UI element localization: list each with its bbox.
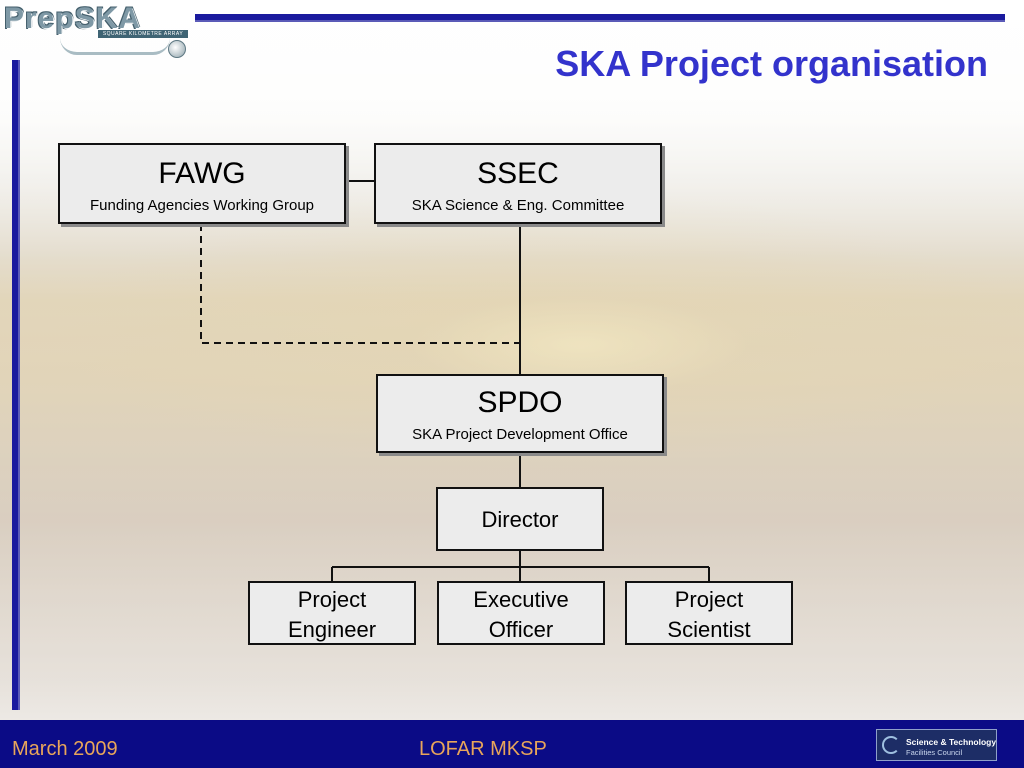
director-label: Director [481, 507, 559, 532]
org-chart-connectors [200, 180, 710, 582]
spdo-box: SPDO SKA Project Development Office [376, 374, 664, 453]
dish-icon [168, 40, 186, 58]
logo-swoosh-icon [60, 38, 170, 55]
top-accent-bar [195, 14, 1005, 22]
fawg-box: FAWG Funding Agencies Working Group [58, 143, 346, 224]
footer-bar: March 2009 LOFAR MKSP [0, 720, 1024, 768]
connector-fawg-spdo-dashed [200, 224, 520, 344]
project-scientist-line2: Scientist [667, 617, 751, 642]
prepska-logo: PrepSKA SQUARE KILOMETRE ARRAY [0, 0, 195, 60]
background-photo [0, 0, 1024, 720]
footer-date: March 2009 [12, 738, 118, 760]
ssec-box: SSEC SKA Science & Eng. Committee [374, 143, 662, 224]
stfc-swirl-icon [882, 736, 900, 754]
stfc-name-line1: Science & Technology [906, 737, 997, 747]
spdo-name: SKA Project Development Office [412, 426, 628, 443]
project-engineer-box: Project Engineer [248, 581, 416, 645]
footer-event: LOFAR MKSP [419, 738, 547, 760]
stfc-name-line2: Facilities Council [906, 748, 963, 757]
logo-wordmark: PrepSKA [4, 2, 142, 35]
left-accent-bar [12, 60, 20, 710]
logo-tagline: SQUARE KILOMETRE ARRAY [98, 30, 188, 38]
slide-title: SKA Project organisation [555, 43, 988, 84]
executive-officer-line1: Executive [473, 587, 569, 612]
executive-officer-line2: Officer [488, 617, 554, 642]
ssec-name: SKA Science & Eng. Committee [411, 197, 625, 214]
project-scientist-line1: Project [674, 587, 744, 612]
stfc-logo: Science & Technology Facilities Council [876, 729, 997, 761]
executive-officer-box: Executive Officer [437, 581, 605, 645]
ssec-acronym: SSEC [477, 157, 559, 190]
director-box: Director [436, 487, 604, 551]
project-engineer-line2: Engineer [287, 617, 377, 642]
fawg-name: Funding Agencies Working Group [89, 197, 315, 214]
spdo-acronym: SPDO [477, 386, 563, 419]
project-engineer-line1: Project [297, 587, 367, 612]
project-scientist-box: Project Scientist [625, 581, 793, 645]
fawg-acronym: FAWG [158, 157, 246, 190]
